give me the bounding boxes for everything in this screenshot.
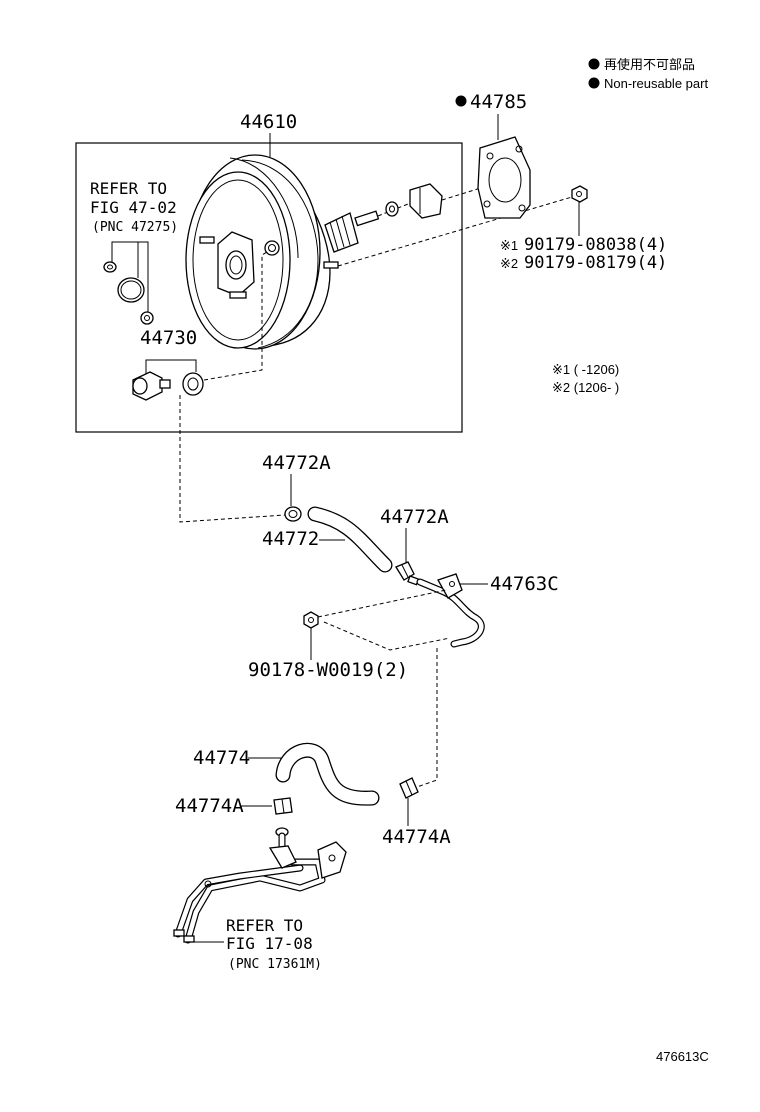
engine-vacuum-pipe-icon <box>173 827 347 944</box>
brake-booster-icon <box>185 154 380 350</box>
legend: 再使用不可部品 Non-reusable part <box>588 57 708 91</box>
refer-upper-line2: FIG 47-02 <box>90 198 177 217</box>
hose-clip-icon <box>284 506 302 522</box>
assembly-line-lower <box>337 196 573 267</box>
non-reusable-dot-icon <box>455 95 467 107</box>
part-number-44772A-left: 44772A <box>262 452 331 474</box>
part-number-44772: 44772 <box>262 528 319 550</box>
note-2: ※2 (1206- ) <box>552 380 619 395</box>
leader-refer-upper <box>111 241 149 262</box>
gasket-44785-icon <box>477 136 531 219</box>
refer-lower-line2: FIG 17-08 <box>226 934 313 953</box>
nut-mark-1: ※1 <box>500 238 518 253</box>
o-ring-icon <box>117 277 145 303</box>
part-number-44772A-right: 44772A <box>380 506 449 528</box>
part-number-nut-1: 90179-08038(4) <box>524 235 667 255</box>
note-1: ※1 ( -1206) <box>552 362 619 377</box>
nut-mark-2: ※2 <box>500 256 518 271</box>
pipe-nut-icon <box>303 611 319 629</box>
refer-upper: REFER TO FIG 47-02 (PNC 47275) <box>90 179 178 235</box>
part-number-44610: 44610 <box>240 111 297 133</box>
refer-upper-line3: (PNC 47275) <box>92 220 178 235</box>
assembly-line-clevis <box>441 186 485 201</box>
refer-lower: REFER TO FIG 17-08 (PNC 17361M) <box>226 916 322 972</box>
refer-upper-line1: REFER TO <box>90 179 167 198</box>
part-number-44763C: 44763C <box>490 573 559 595</box>
part-number-44730: 44730 <box>140 327 197 349</box>
grommet-icon <box>140 311 154 325</box>
spacer-icon <box>385 201 399 217</box>
refer-lower-line1: REFER TO <box>226 916 303 935</box>
vacuum-hose-44774-inner <box>276 744 379 805</box>
hose-clip-icon <box>399 777 419 799</box>
part-number-44774A-right: 44774A <box>382 826 451 848</box>
part-number-nut-2: 90179-08179(4) <box>524 253 667 273</box>
assembly-line-valve-hose <box>179 395 286 523</box>
refer-lower-line3: (PNC 17361M) <box>228 957 322 972</box>
assembly-line-nut-lower <box>323 621 451 651</box>
legend-en: Non-reusable part <box>604 76 708 91</box>
part-number-90178: 90178-W0019(2) <box>248 659 408 681</box>
part-number-44774A-left: 44774A <box>175 795 244 817</box>
vacuum-hose-44772-inner <box>308 507 392 572</box>
legend-dot-icon <box>588 77 600 89</box>
clevis-icon <box>409 183 443 219</box>
small-nut-icon <box>103 261 117 273</box>
assembly-line-valve <box>203 249 271 381</box>
illustration-id: 476613C <box>656 1049 709 1064</box>
assembly-line-pipe-lower <box>413 648 438 789</box>
mounting-nut-icon <box>571 185 588 203</box>
grommet-valve-icon <box>182 372 204 396</box>
booster-assembly-frame <box>75 142 463 433</box>
legend-dot-icon <box>588 58 600 70</box>
assembly-line-nut-upper <box>317 589 447 618</box>
leader-44730 <box>145 359 197 374</box>
hose-clip-icon <box>273 797 293 815</box>
part-number-44785: 44785 <box>470 91 527 113</box>
check-valve-icon <box>132 371 171 401</box>
legend-ja: 再使用不可部品 <box>604 57 695 72</box>
vacuum-pipe-44763C-icon <box>407 573 485 648</box>
part-number-44774: 44774 <box>193 747 250 769</box>
